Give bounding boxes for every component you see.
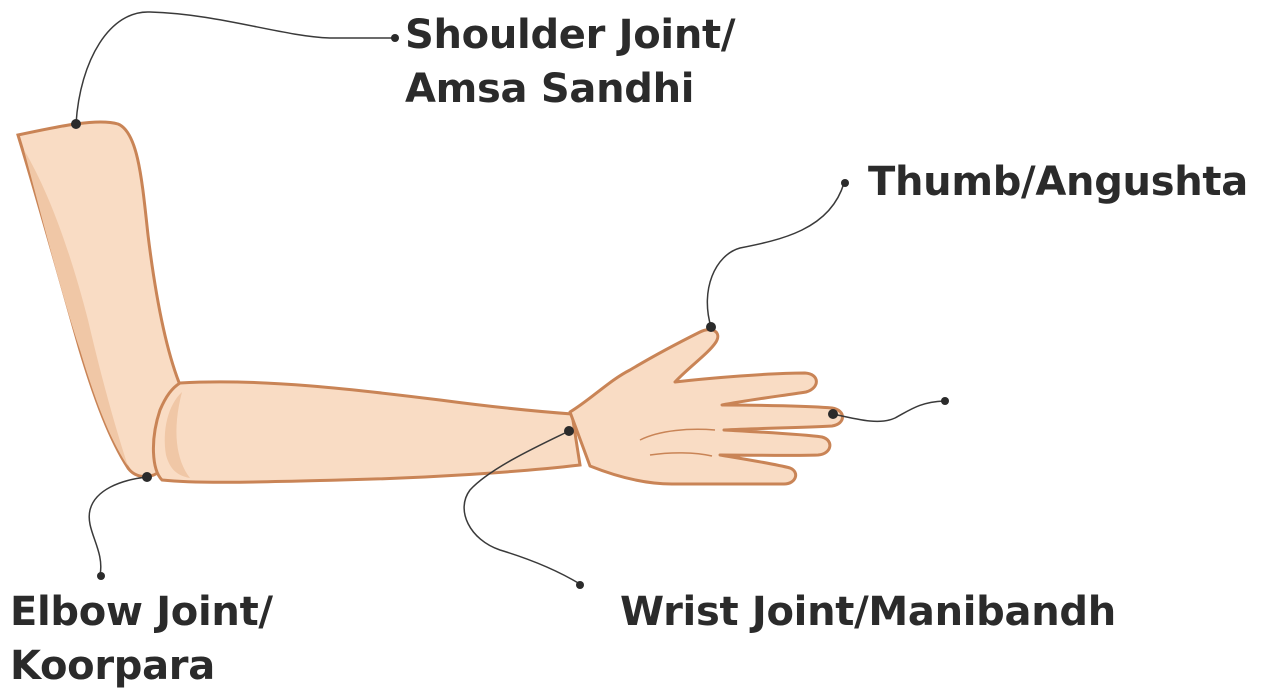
elbow-label-line1: Elbow Joint/ xyxy=(10,585,273,639)
finger-end-dot xyxy=(941,397,949,405)
thumb-label-text: Thumb/Angushta xyxy=(868,155,1248,209)
elbow-joint-label: Elbow Joint/ Koorpara xyxy=(10,585,273,693)
elbow-dot xyxy=(142,472,152,482)
shoulder-leader xyxy=(76,12,392,124)
finger-leader xyxy=(833,401,944,421)
wrist-label-text: Wrist Joint/Manibandh xyxy=(620,585,1116,639)
shoulder-dot xyxy=(71,119,81,129)
shoulder-joint-label: Shoulder Joint/ Amsa Sandhi xyxy=(405,8,735,116)
wrist-joint-label: Wrist Joint/Manibandh xyxy=(620,585,1116,639)
leader-dots xyxy=(71,34,949,589)
elbow-label-dot xyxy=(97,572,105,580)
arm-illustration xyxy=(18,122,843,484)
wrist-dot xyxy=(564,426,574,436)
finger-dot xyxy=(828,409,838,419)
forearm xyxy=(153,382,580,482)
shoulder-label-line2: Amsa Sandhi xyxy=(405,62,735,116)
elbow-label-line2: Koorpara xyxy=(10,639,273,693)
elbow-leader xyxy=(89,477,147,575)
thumb-label: Thumb/Angushta xyxy=(868,155,1248,209)
shoulder-label-line1: Shoulder Joint/ xyxy=(405,8,735,62)
shoulder-label-dot xyxy=(391,34,399,42)
wrist-label-dot xyxy=(576,581,584,589)
hand xyxy=(570,330,843,484)
thumb-label-dot xyxy=(841,179,849,187)
thumb-dot xyxy=(706,322,716,332)
thumb-leader xyxy=(707,183,844,327)
